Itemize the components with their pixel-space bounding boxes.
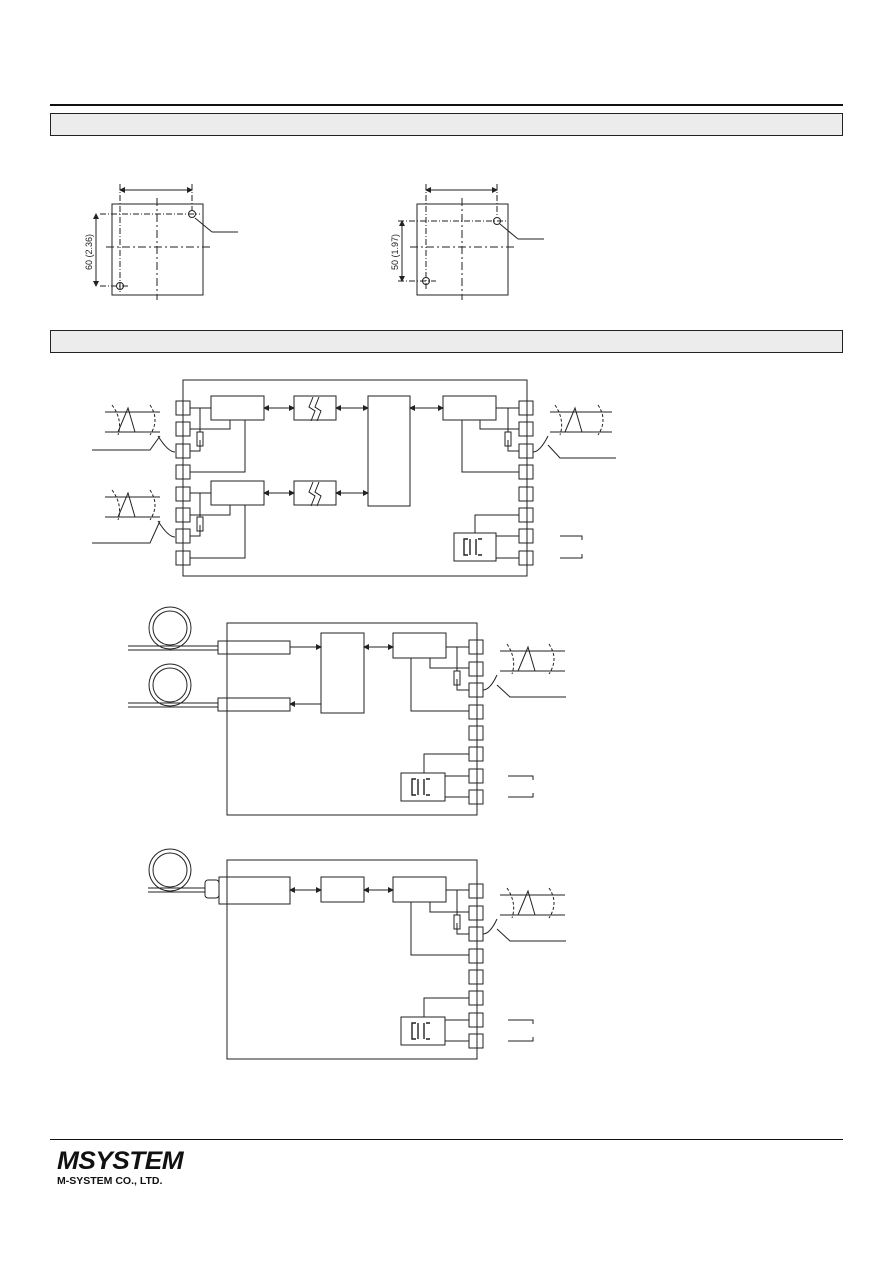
isolation-block bbox=[293, 395, 337, 421]
top-rule bbox=[50, 104, 843, 106]
transceiver-block bbox=[210, 395, 265, 421]
module-outline bbox=[182, 379, 528, 577]
optical-port bbox=[217, 697, 291, 712]
module-outline bbox=[226, 622, 478, 816]
isolation-block bbox=[293, 480, 337, 506]
fiber-coil bbox=[148, 663, 192, 707]
dimension-label-60: 60 (2.36) bbox=[84, 234, 94, 270]
controller-block bbox=[320, 876, 365, 903]
mounting-hole bbox=[188, 210, 196, 218]
connection-diagram-optical-single bbox=[148, 848, 566, 1060]
mounting-hole bbox=[422, 277, 430, 285]
power-supply-block bbox=[400, 772, 446, 802]
controller-block bbox=[367, 395, 411, 507]
cable-right bbox=[532, 404, 616, 459]
fiber-coil bbox=[152, 667, 188, 703]
optical-port bbox=[218, 876, 291, 905]
fiber-connector bbox=[204, 879, 220, 899]
section-header-connection bbox=[50, 330, 843, 353]
dimension-label-50: 50 (1.97) bbox=[390, 234, 400, 270]
terminal-column-right bbox=[518, 400, 534, 566]
terminal-column bbox=[468, 639, 484, 805]
terminal-column bbox=[468, 883, 484, 1049]
transceiver-block bbox=[210, 480, 265, 506]
fiber-coil bbox=[152, 852, 188, 888]
fiber-coil bbox=[148, 848, 192, 892]
power-supply-block bbox=[453, 532, 497, 562]
connection-diagram-optical-dual bbox=[128, 606, 566, 816]
mounting-hole bbox=[493, 217, 501, 225]
cable-right bbox=[482, 887, 566, 942]
footer-rule bbox=[50, 1139, 843, 1140]
fiber-coil bbox=[148, 606, 192, 650]
controller-block bbox=[320, 632, 365, 714]
section-header-mounting bbox=[50, 113, 843, 136]
mounting-hole bbox=[116, 282, 124, 290]
transceiver-block bbox=[392, 876, 447, 903]
transceiver-block bbox=[442, 395, 497, 421]
connection-diagram-dual bbox=[92, 379, 616, 577]
mounting-drawing-left: 60 (2.36) bbox=[84, 184, 238, 300]
fiber-coil bbox=[152, 610, 188, 646]
optical-port bbox=[217, 640, 291, 655]
mounting-drawing-right: 50 (1.97) bbox=[390, 184, 544, 300]
company-logo: MSYSTEM M-SYSTEM CO., LTD. bbox=[57, 1149, 184, 1188]
company-name: M-SYSTEM CO., LTD. bbox=[57, 1175, 163, 1187]
transceiver-block bbox=[392, 632, 447, 659]
cable-right bbox=[482, 643, 566, 698]
module-outline bbox=[226, 859, 478, 1060]
power-supply-block bbox=[400, 1016, 446, 1046]
cable-left-1 bbox=[92, 404, 176, 453]
logo-wordmark: MSYSTEM bbox=[57, 1147, 184, 1175]
cable-left-2 bbox=[92, 489, 176, 544]
